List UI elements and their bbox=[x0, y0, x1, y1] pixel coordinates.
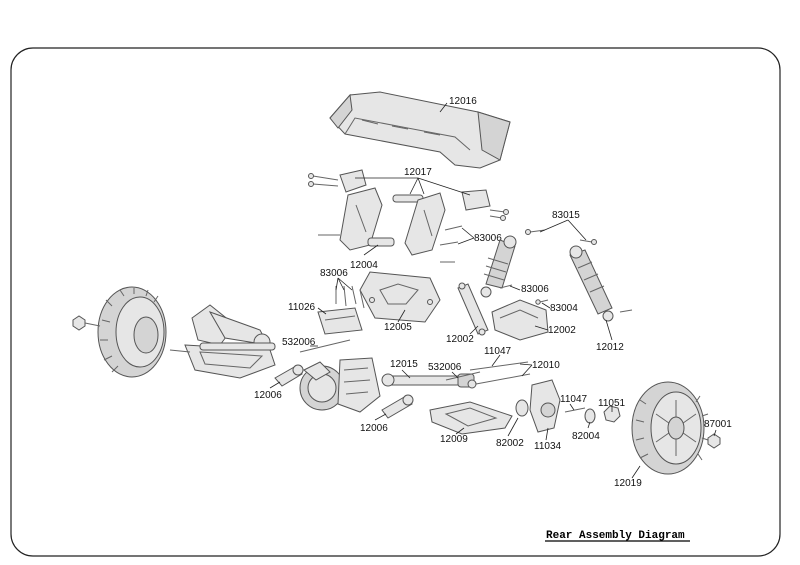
label-83006-plate: 83006 bbox=[320, 268, 348, 279]
label-82002: 82002 bbox=[496, 438, 524, 449]
label-12017: 12017 bbox=[404, 167, 432, 178]
leader-12017 bbox=[355, 177, 471, 196]
link-bar-part bbox=[457, 282, 489, 336]
left-hub-carrier-part bbox=[191, 304, 271, 351]
label-12012: 12012 bbox=[596, 342, 624, 353]
lower-arm-part bbox=[429, 401, 513, 435]
bearing-82002-part bbox=[515, 399, 529, 417]
label-12002-guard: 12002 bbox=[548, 325, 576, 336]
left-axle-part bbox=[199, 342, 276, 351]
dogbone-center-part bbox=[381, 394, 414, 419]
label-12002-bar: 12002 bbox=[446, 334, 474, 345]
right-wheel-part bbox=[631, 381, 709, 475]
label-12009: 12009 bbox=[440, 434, 468, 445]
turnbuckle-part bbox=[467, 361, 531, 389]
hub-carrier-part bbox=[529, 379, 561, 433]
label-12005: 12005 bbox=[384, 322, 412, 333]
label-12004: 12004 bbox=[350, 260, 378, 271]
left-wheel-part bbox=[97, 286, 167, 378]
bearing-82004-part bbox=[584, 408, 596, 424]
label-11034: 11034 bbox=[534, 441, 562, 452]
rear-plate-part bbox=[359, 271, 441, 323]
hex-adapter-part bbox=[603, 405, 621, 423]
shock-left-part bbox=[480, 235, 517, 298]
left-wheel-nut bbox=[72, 315, 101, 331]
shock-right-part bbox=[569, 245, 633, 322]
label-82004: 82004 bbox=[572, 431, 600, 442]
wheel-nut-part bbox=[707, 433, 721, 449]
driveshaft-part bbox=[381, 373, 475, 388]
label-532006-center: 532006 bbox=[428, 362, 462, 373]
wing-stay-part bbox=[318, 187, 463, 263]
plate-screws bbox=[335, 285, 365, 309]
label-11026: 11026 bbox=[288, 302, 316, 313]
label-83015: 83015 bbox=[552, 210, 580, 221]
shock-top-screws bbox=[525, 229, 597, 245]
label-12016: 12016 bbox=[449, 96, 477, 107]
shock-guard-part bbox=[491, 299, 549, 341]
label-532006-left: 532006 bbox=[282, 337, 316, 348]
label-83006-shock: 83006 bbox=[521, 284, 549, 295]
label-11051: 11051 bbox=[598, 398, 626, 409]
label-12010: 12010 bbox=[532, 360, 560, 371]
label-12019: 12019 bbox=[614, 478, 642, 489]
label-83006-stay: 83006 bbox=[474, 233, 502, 244]
label-11047-right: 11047 bbox=[560, 394, 588, 405]
label-12015: 12015 bbox=[390, 359, 418, 370]
brace-part bbox=[317, 307, 363, 335]
gearbox-part bbox=[299, 357, 381, 413]
label-12006-left: 12006 bbox=[254, 390, 282, 401]
dogbone-left-part bbox=[274, 364, 304, 387]
diagram-frame bbox=[10, 47, 781, 557]
wing-part bbox=[329, 91, 511, 169]
label-83004: 83004 bbox=[550, 303, 578, 314]
label-87001: 87001 bbox=[704, 419, 732, 430]
label-12006-center: 12006 bbox=[360, 423, 388, 434]
label-11047-top: 11047 bbox=[484, 346, 512, 357]
diagram-caption: Rear Assembly Diagram bbox=[546, 530, 685, 542]
